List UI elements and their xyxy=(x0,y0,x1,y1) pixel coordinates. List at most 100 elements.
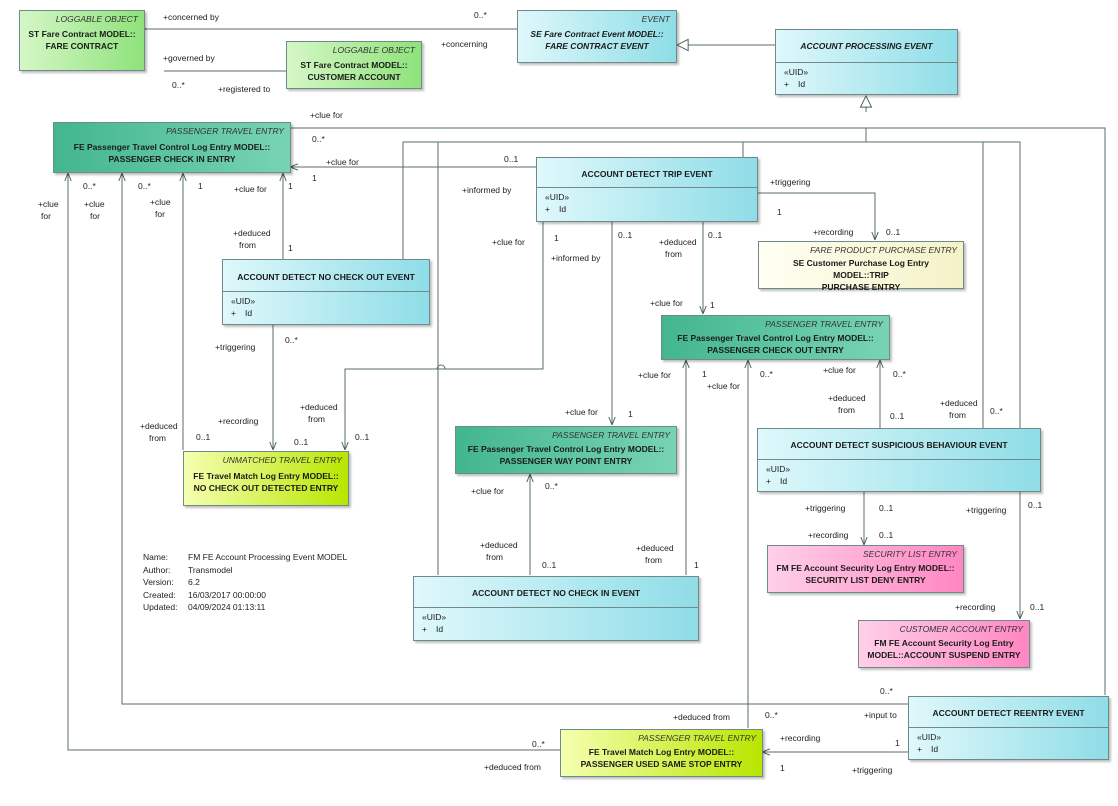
prop-name: Name:FM FE Account Processing Event MODE… xyxy=(143,552,348,562)
role-label: 0..* xyxy=(532,739,545,749)
role-label: +clue for xyxy=(823,365,856,375)
role-label: 0..1 xyxy=(708,230,723,240)
role-label: +governed by xyxy=(163,53,215,63)
class-name: ACCOUNT PROCESSING EVENT xyxy=(800,41,933,51)
class-name-line2: FARE CONTRACT xyxy=(45,41,119,51)
class-passenger-check-out-entry[interactable]: PASSENGER TRAVEL ENTRY FE Passenger Trav… xyxy=(661,315,890,360)
class-name-line2: PASSENGER CHECK OUT ENTRY xyxy=(707,345,844,355)
role-label: from xyxy=(949,410,966,420)
role-label: 0..* xyxy=(765,710,778,720)
role-label: 0..1 xyxy=(355,432,370,442)
role-label: for xyxy=(90,211,100,221)
role-label: +clue for xyxy=(326,157,359,167)
class-no-check-out-detected-entry[interactable]: UNMATCHED TRAVEL ENTRY FE Travel Match L… xyxy=(183,451,349,506)
role-label: 0..* xyxy=(893,369,906,379)
role-label: 0..* xyxy=(285,335,298,345)
class-name-line2: NO CHECK OUT DETECTED ENTRY xyxy=(193,483,339,493)
prop-author: Author:Transmodel xyxy=(143,564,233,575)
role-label: +triggering xyxy=(966,505,1007,515)
attribute-id: +Id xyxy=(545,204,567,214)
stereotype: PASSENGER TRAVEL ENTRY xyxy=(765,319,883,329)
class-name: ACCOUNT DETECT TRIP EVENT xyxy=(581,169,713,179)
class-fare-contract[interactable]: LOGGABLE OBJECT ST Fare Contract MODEL::… xyxy=(19,10,145,71)
role-label: 1 xyxy=(710,300,715,310)
class-name-line2: PASSENGER CHECK IN ENTRY xyxy=(108,154,236,164)
role-label: 0..1 xyxy=(294,437,309,447)
attribute-compartment: «UID» +Id xyxy=(758,459,1040,490)
class-name-line1: FE Passenger Travel Control Log Entry MO… xyxy=(73,142,271,152)
role-label: 0..* xyxy=(880,686,893,696)
role-label: for xyxy=(155,209,165,219)
attribute-compartment: «UID» +Id xyxy=(776,62,957,93)
class-security-list-deny-entry[interactable]: SECURITY LIST ENTRY FM FE Account Securi… xyxy=(767,545,964,593)
class-account-processing-event[interactable]: ACCOUNT PROCESSING EVENT «UID» +Id xyxy=(775,29,958,95)
class-passenger-used-same-stop-entry[interactable]: PASSENGER TRAVEL ENTRY FE Travel Match L… xyxy=(560,729,763,777)
diagram-properties: Name:FM FE Account Processing Event MODE… xyxy=(143,551,347,614)
role-label: for xyxy=(41,211,51,221)
class-name-line1: SE Customer Purchase Log Entry MODEL::TR… xyxy=(792,258,930,280)
role-label: 0..1 xyxy=(504,154,519,164)
class-reentry-event[interactable]: ACCOUNT DETECT REENTRY EVENT «UID» +Id xyxy=(908,696,1109,760)
class-fare-contract-event[interactable]: EVENT SE Fare Contract Event MODEL:: FAR… xyxy=(517,10,677,63)
stereotype: LOGGABLE OBJECT xyxy=(332,45,415,55)
class-name: ACCOUNT DETECT NO CHECK IN EVENT xyxy=(471,588,641,598)
class-name-line2: FARE CONTRACT EVENT xyxy=(545,41,649,51)
class-account-suspend-entry[interactable]: CUSTOMER ACCOUNT ENTRY FM FE Account Sec… xyxy=(858,620,1030,668)
class-passenger-way-point-entry[interactable]: PASSENGER TRAVEL ENTRY FE Passenger Trav… xyxy=(455,426,677,474)
role-label: +deduced from xyxy=(484,762,541,772)
role-label: 1 xyxy=(702,369,707,379)
role-label: +registered to xyxy=(218,84,271,94)
class-name-line1: FE Travel Match Log Entry MODEL:: xyxy=(193,471,339,481)
role-label: 0..1 xyxy=(196,432,211,442)
attribute-id: +Id xyxy=(422,624,444,634)
role-label: +clue for xyxy=(638,370,671,380)
attribute-compartment: «UID» +Id xyxy=(909,727,1108,758)
stereotype: LOGGABLE OBJECT xyxy=(55,14,138,24)
stereotype: UNMATCHED TRAVEL ENTRY xyxy=(222,455,342,465)
role-label: +deduced xyxy=(940,398,978,408)
class-name-line1: FE Passenger Travel Control Log Entry MO… xyxy=(467,444,665,454)
uid-stereotype: «UID» xyxy=(545,192,570,202)
role-label: +triggering xyxy=(805,503,846,513)
class-passenger-check-in-entry[interactable]: PASSENGER TRAVEL ENTRY FE Passenger Trav… xyxy=(53,122,291,173)
class-name-line1: FM FE Account Security Log Entry xyxy=(874,638,1014,648)
role-label: 0..* xyxy=(172,80,185,90)
role-label: +recording xyxy=(813,227,854,237)
role-label: 1 xyxy=(288,181,293,191)
role-label: +clue for xyxy=(492,237,525,247)
role-label: +clue for xyxy=(565,407,598,417)
role-label: +deduced xyxy=(140,421,178,431)
stereotype: SECURITY LIST ENTRY xyxy=(863,549,957,559)
role-label: 0..* xyxy=(138,181,151,191)
role-label: +deduced xyxy=(659,237,697,247)
role-label: 1 xyxy=(312,173,317,183)
class-name-line1: SE Fare Contract Event MODEL:: xyxy=(530,29,664,39)
role-label: 1 xyxy=(777,207,782,217)
class-customer-account[interactable]: LOGGABLE OBJECT ST Fare Contract MODEL::… xyxy=(286,41,422,89)
role-label: +deduced xyxy=(828,393,866,403)
class-suspicious-behaviour-event[interactable]: ACCOUNT DETECT SUSPICIOUS BEHAVIOUR EVEN… xyxy=(757,428,1041,492)
role-label: +deduced xyxy=(300,402,338,412)
stereotype: CUSTOMER ACCOUNT ENTRY xyxy=(899,624,1023,634)
role-label: 1 xyxy=(694,560,699,570)
gen-hub xyxy=(290,127,1106,695)
role-label: 0..* xyxy=(545,481,558,491)
class-no-check-out-event[interactable]: ACCOUNT DETECT NO CHECK OUT EVENT «UID» … xyxy=(222,259,430,325)
class-fare-product-purchase-entry[interactable]: FARE PRODUCT PURCHASE ENTRY SE Customer … xyxy=(758,241,964,292)
attribute-id: +Id xyxy=(231,308,253,318)
class-no-check-in-event[interactable]: ACCOUNT DETECT NO CHECK IN EVENT «UID» +… xyxy=(413,576,699,641)
uid-stereotype: «UID» xyxy=(917,732,942,742)
uid-stereotype: «UID» xyxy=(231,296,256,306)
role-label: +clue for xyxy=(471,486,504,496)
stereotype: FARE PRODUCT PURCHASE ENTRY xyxy=(810,245,957,255)
prop-version: Version:6.2 xyxy=(143,577,200,587)
role-label: 0..1 xyxy=(879,503,894,513)
prop-updated: Updated:04/09/2024 01:13:11 xyxy=(143,602,266,612)
assoc-reentry-checkin xyxy=(122,173,908,705)
class-account-detect-trip-event[interactable]: ACCOUNT DETECT TRIP EVENT «UID» +Id xyxy=(536,157,758,222)
role-label: from xyxy=(838,405,855,415)
role-label: from xyxy=(308,414,325,424)
role-label: +clue xyxy=(38,199,59,209)
role-label: 0..1 xyxy=(879,530,894,540)
